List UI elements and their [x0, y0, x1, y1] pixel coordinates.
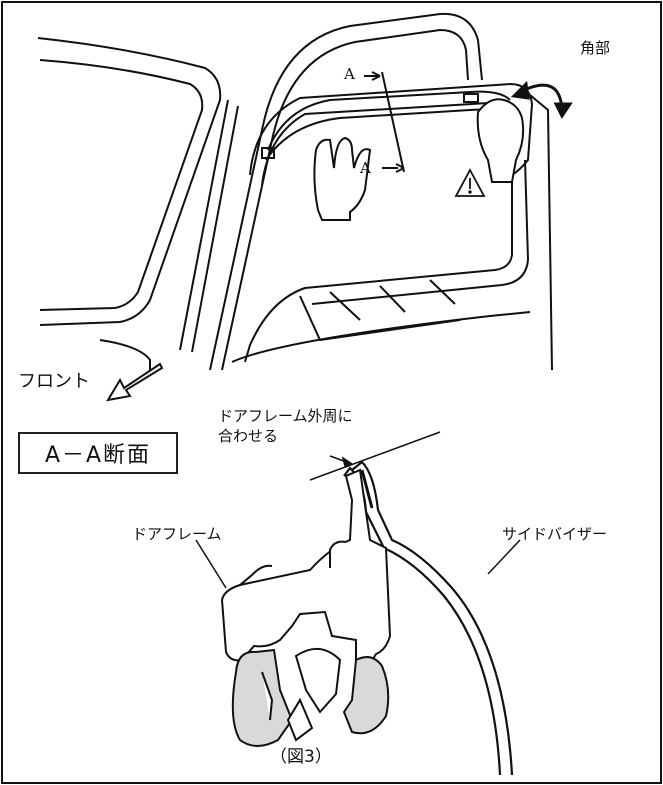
curved-arrow-icon — [510, 80, 573, 119]
weatherstrip-seals — [231, 648, 390, 747]
align-note-line2: 合わせる — [218, 427, 279, 445]
figure-caption: （図3） — [270, 747, 332, 767]
door-frame-profile — [220, 468, 392, 667]
front-direction-arrow-icon — [106, 362, 164, 402]
left-hand — [313, 136, 372, 221]
align-note-line1: ドアフレーム外周に — [218, 407, 353, 425]
side-visor-label: サイドバイザー — [502, 525, 608, 543]
section-cut-line — [364, 71, 405, 173]
align-leader — [309, 431, 441, 481]
section-title: A－A断面 — [44, 443, 152, 468]
door-frame-label: ドアフレーム — [132, 525, 222, 543]
section-marker-bottom: A — [360, 159, 371, 177]
section-marker-top: A — [344, 65, 355, 83]
label-leaders — [195, 539, 521, 589]
right-hand — [476, 98, 525, 183]
corner-label: 角部 — [580, 39, 611, 57]
section-title-box: A－A断面 — [18, 432, 178, 474]
door-illustration — [37, 12, 553, 372]
front-label: フロント — [18, 371, 90, 392]
warning-triangle-icon — [454, 168, 486, 197]
